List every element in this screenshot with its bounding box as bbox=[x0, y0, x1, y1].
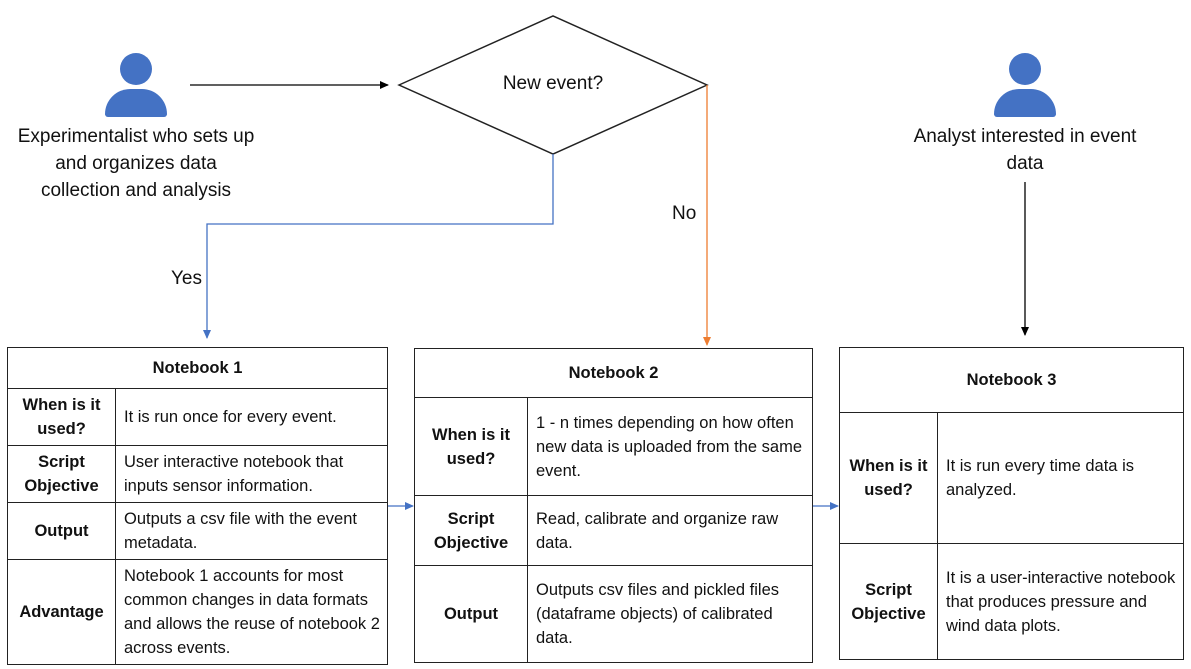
notebook-2-title: Notebook 2 bbox=[414, 348, 813, 398]
notebook-2-table: Notebook 2 When is it used? 1 - n times … bbox=[414, 348, 813, 663]
notebook-2-output-key: Output bbox=[414, 565, 528, 663]
notebook-3-when-value: It is run every time data is analyzed. bbox=[937, 412, 1184, 544]
notebook-3-when-key: When is it used? bbox=[839, 412, 938, 544]
experimentalist-label: Experimentalist who sets up and organize… bbox=[17, 126, 255, 201]
analyst-label: Analyst interested in event data bbox=[913, 126, 1137, 174]
notebook-1-advantage-value: Notebook 1 accounts for most common chan… bbox=[115, 559, 388, 665]
notebook-2-output-value: Outputs csv files and pickled files (dat… bbox=[527, 565, 813, 663]
notebook-3-objective-key: Script Objective bbox=[839, 543, 938, 660]
notebook-1-when-value: It is run once for every event. bbox=[115, 388, 388, 446]
yes-connector bbox=[203, 154, 554, 339]
notebook-1-advantage-key: Advantage bbox=[7, 559, 116, 665]
notebook-1-output-key: Output bbox=[7, 502, 116, 560]
experimentalist-person-icon bbox=[105, 53, 167, 117]
notebook-3-table: Notebook 3 When is it used? It is run ev… bbox=[839, 347, 1184, 660]
notebook-1-objective-key: Script Objective bbox=[7, 445, 116, 503]
notebook-1-when-key: When is it used? bbox=[7, 388, 116, 446]
notebook-3-title: Notebook 3 bbox=[839, 347, 1184, 413]
analyst-person-icon bbox=[994, 53, 1056, 117]
notebook-1-title: Notebook 1 bbox=[7, 347, 388, 389]
notebook-2-objective-key: Script Objective bbox=[414, 495, 528, 566]
notebook-1-objective-value: User interactive notebook that inputs se… bbox=[115, 445, 388, 503]
notebook-2-when-value: 1 - n times depending on how often new d… bbox=[527, 397, 813, 496]
yes-label: Yes bbox=[171, 268, 202, 289]
notebook-2-objective-value: Read, calibrate and organize raw data. bbox=[527, 495, 813, 566]
notebook-2-when-key: When is it used? bbox=[414, 397, 528, 496]
notebook-1-output-value: Outputs a csv file with the event metada… bbox=[115, 502, 388, 560]
no-label: No bbox=[672, 203, 697, 224]
notebook-3-objective-value: It is a user-interactive notebook that p… bbox=[937, 543, 1184, 660]
decision-label: New event? bbox=[502, 73, 604, 94]
notebook-1-table: Notebook 1 When is it used? It is run on… bbox=[7, 347, 388, 665]
